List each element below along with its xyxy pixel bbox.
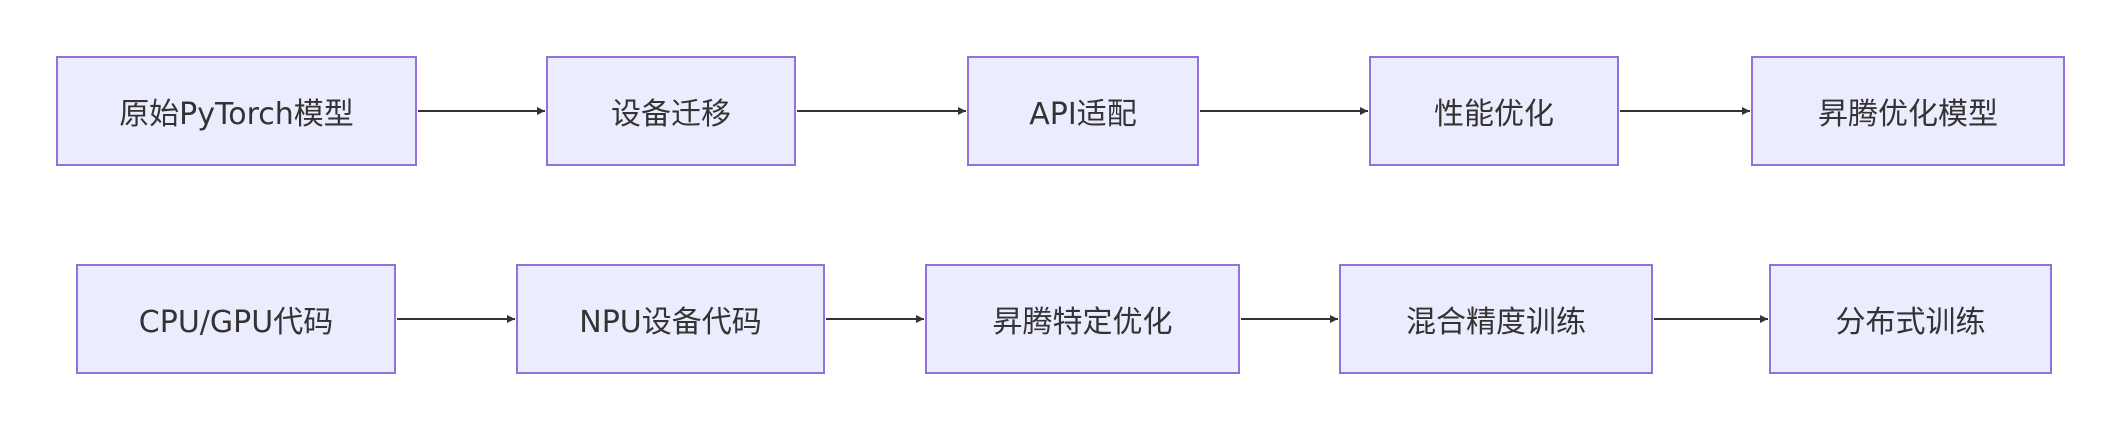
node-label: API适配	[1029, 97, 1137, 132]
node-npu-device-code: NPU设备代码	[516, 264, 825, 374]
node-label: 混合精度训练	[1406, 305, 1586, 340]
node-label: 原始PyTorch模型	[119, 97, 354, 132]
node-label: 设备迁移	[611, 97, 731, 132]
node-original-pytorch-model: 原始PyTorch模型	[56, 56, 417, 166]
node-label: 性能优化	[1434, 97, 1554, 132]
node-device-migration: 设备迁移	[546, 56, 796, 166]
node-mixed-precision-training: 混合精度训练	[1339, 264, 1653, 374]
node-label: NPU设备代码	[579, 305, 762, 340]
node-ascend-optimized-model: 昇腾优化模型	[1751, 56, 2065, 166]
node-label: CPU/GPU代码	[138, 305, 334, 340]
node-label: 昇腾优化模型	[1818, 97, 1998, 132]
node-api-adaptation: API适配	[967, 56, 1199, 166]
node-label: 昇腾特定优化	[992, 305, 1173, 340]
node-label: 分布式训练	[1835, 305, 1986, 340]
node-performance-optimization: 性能优化	[1369, 56, 1619, 166]
node-ascend-specific-optimization: 昇腾特定优化	[925, 264, 1240, 374]
node-cpu-gpu-code: CPU/GPU代码	[76, 264, 396, 374]
node-distributed-training: 分布式训练	[1769, 264, 2052, 374]
